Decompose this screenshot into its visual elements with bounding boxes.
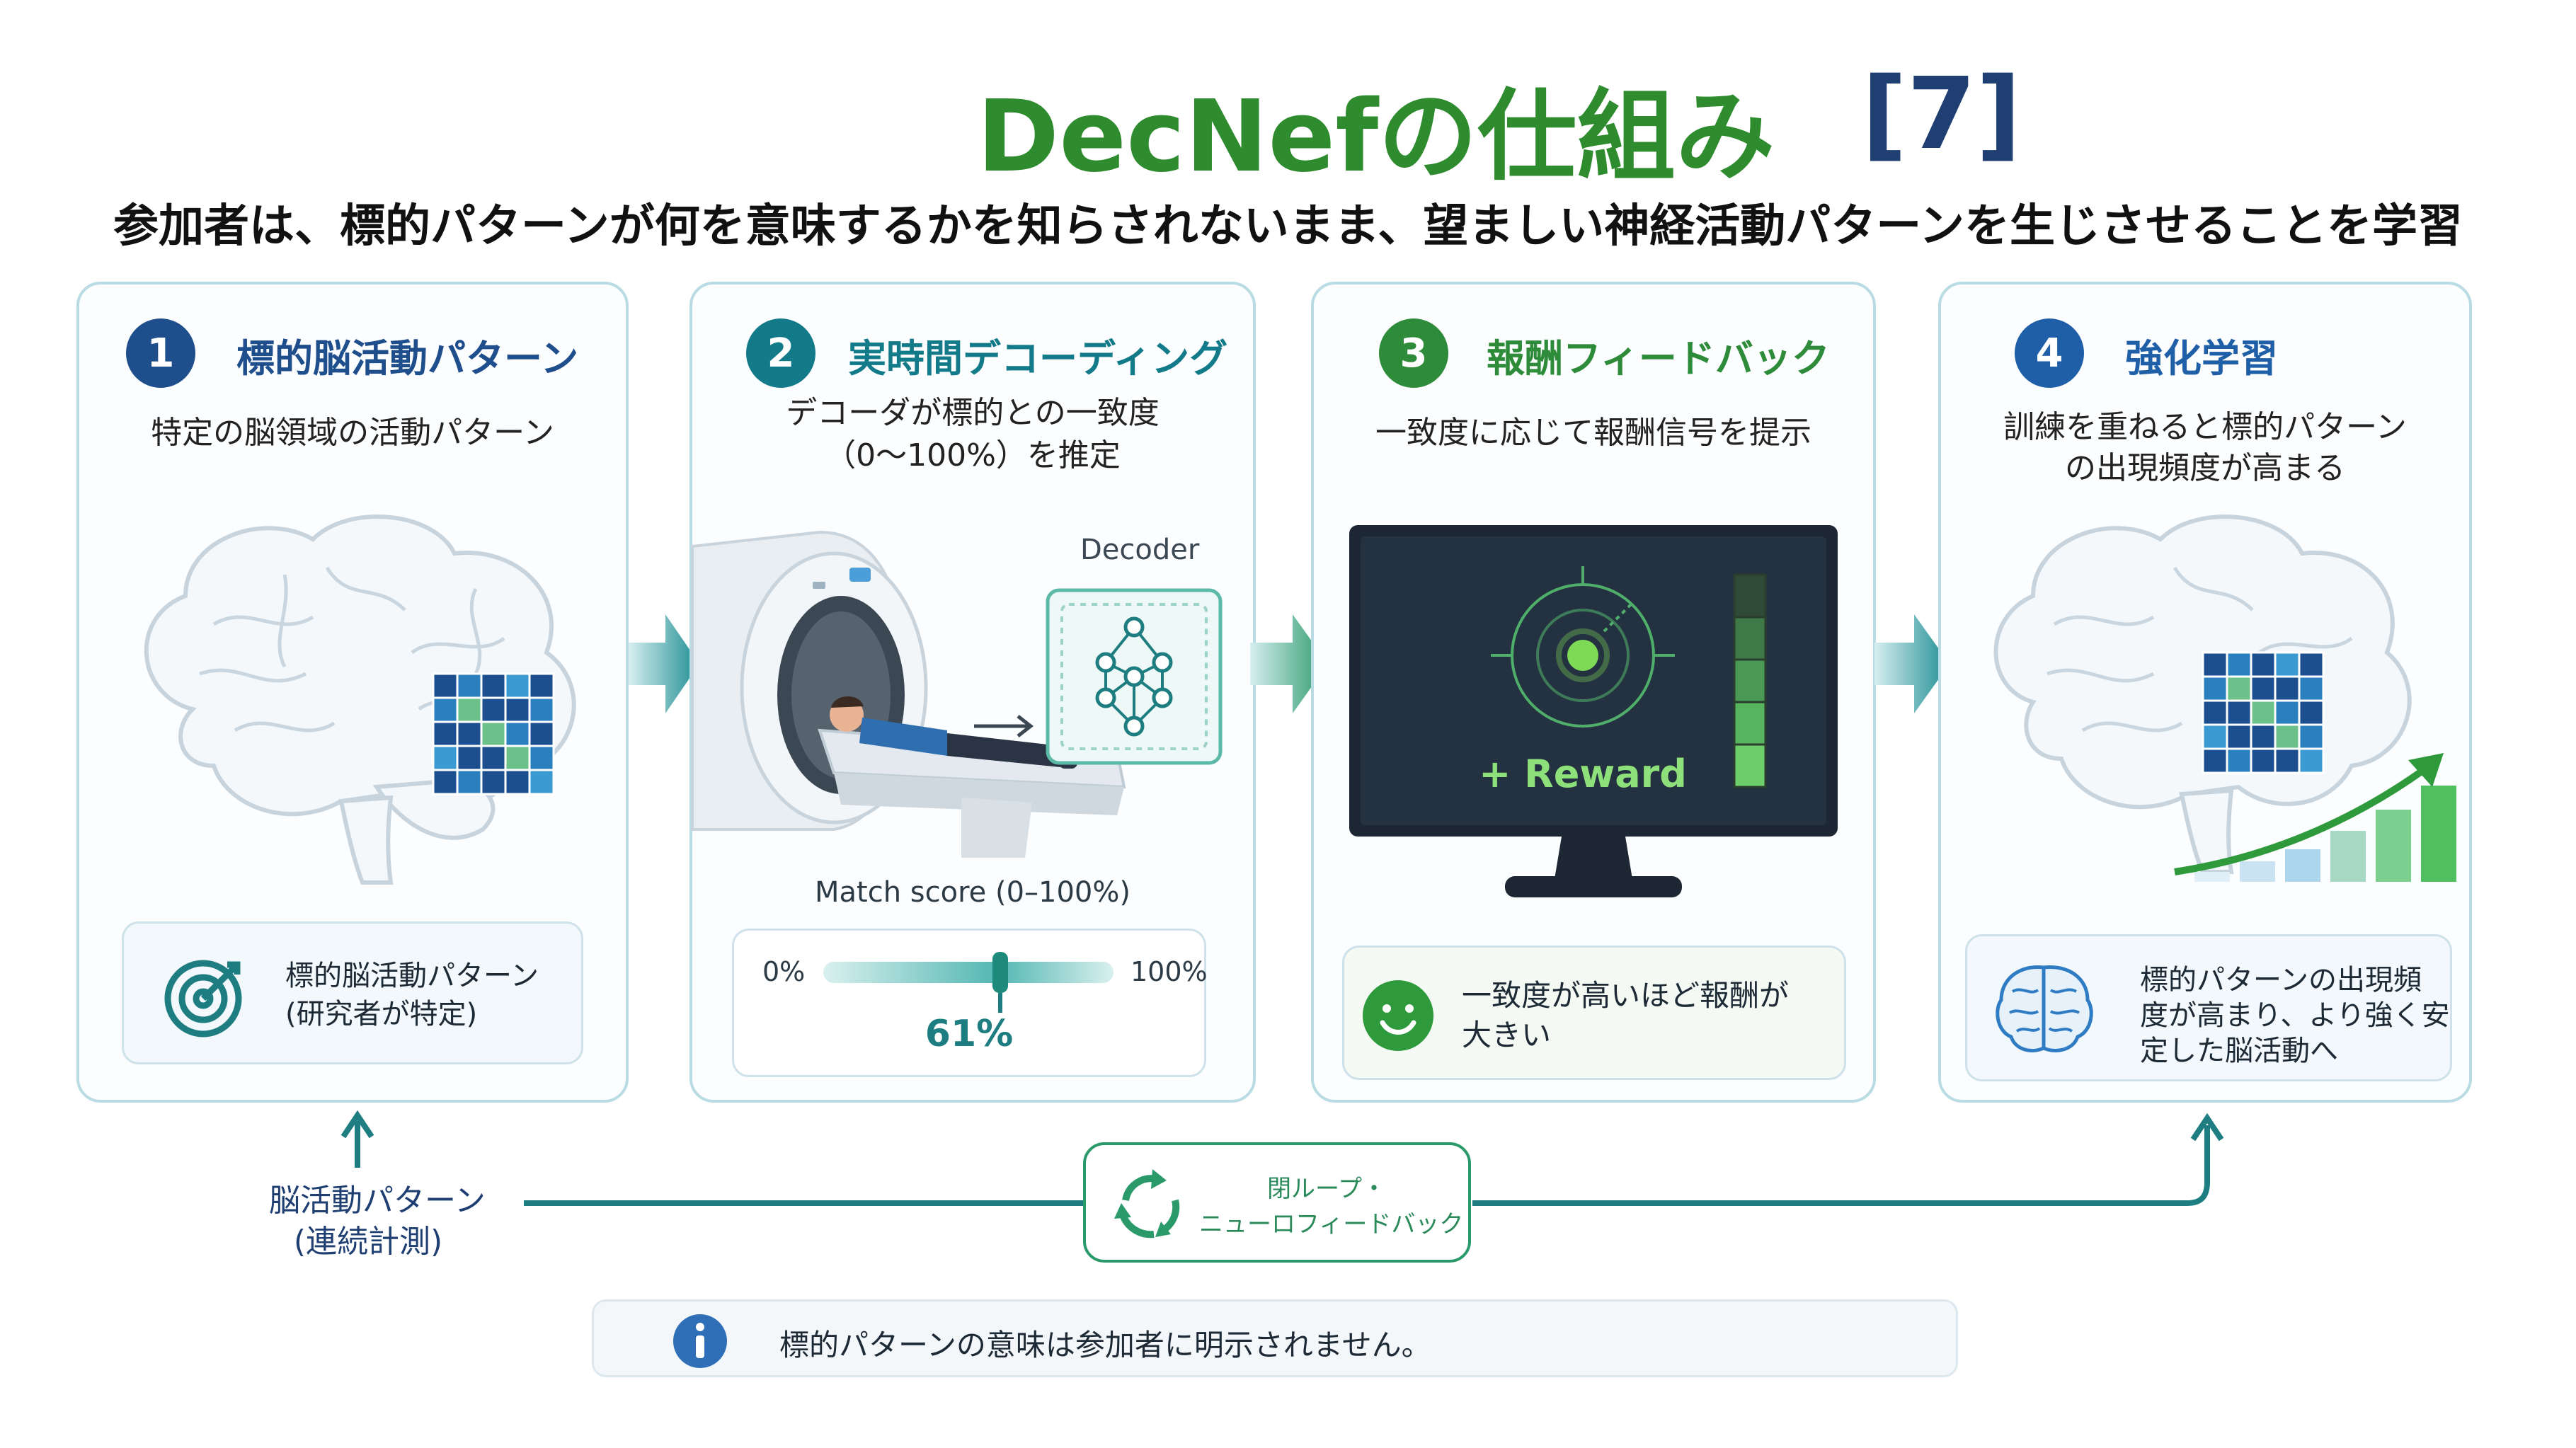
closed-loop-connector: [340, 1110, 2224, 1206]
step-card-2: 2 実時間デコーディング デコーダが標的との一致度 （0〜100%）を推定 De…: [689, 282, 1256, 1103]
reward-monitor-illustration: + Reward: [1349, 525, 1838, 897]
step-card-4: 4 強化学習 訓練を重ねると標的パターン の出現頻度が高まる: [1938, 282, 2472, 1103]
page-subtitle: 参加者は、標的パターンが何を意味するかを知らされないまま、望ましい神経活動パター…: [113, 200, 2463, 253]
step-card-3: 3 報酬フィードバック 一致度に応じて報酬信号を提示 + Reward 一: [1311, 282, 1876, 1103]
flow-arrow-3: [1874, 614, 1950, 713]
note-4-line-2: 度が高まり、より強く安: [2140, 999, 2450, 1032]
step-desc-4-line-2: の出現頻度が高まる: [2065, 450, 2345, 486]
note-3-line-2: 大きい: [1462, 1018, 1552, 1052]
brain-learning-illustration: [1993, 515, 2456, 882]
step-desc-1: 特定の脳領域の活動パターン: [151, 415, 554, 451]
slider-max-label: 100%: [1130, 956, 1208, 987]
slider-min-label: 0%: [762, 956, 806, 987]
step-desc-3: 一致度に応じて報酬信号を提示: [1375, 415, 1811, 451]
step-note-3: 一致度が高いほど報酬が 大きい: [1342, 946, 1846, 1080]
flow-arrow-1: [629, 614, 699, 713]
match-score-slider-thumb: [992, 952, 1009, 993]
note-3-line-1: 一致度が高いほど報酬が: [1462, 978, 1790, 1013]
closed-loop-label-2: ニューロフィードバック: [1199, 1210, 1464, 1239]
note-4-line-3: 定した脳活動へ: [2140, 1035, 2338, 1067]
step-desc-2-line-2: （0〜100%）を推定: [825, 437, 1121, 473]
decoder-label: Decoder: [1080, 534, 1200, 566]
smiley-icon: [1363, 980, 1433, 1051]
reference-number: [7]: [1862, 57, 2022, 172]
flow-arrow-2: [1250, 614, 1328, 713]
match-score-value: 61%: [925, 1013, 1014, 1055]
reward-text: + Reward: [1479, 752, 1687, 796]
step-number-3: 3: [1379, 318, 1448, 388]
step-note-4: 標的パターンの出現頻 度が高まり、より強く安 定した脳活動へ: [1965, 934, 2452, 1081]
step-number-4: 4: [2015, 318, 2084, 388]
info-icon: [673, 1314, 727, 1368]
step-title-3: 報酬フィードバック: [1487, 336, 1830, 381]
brain-icon: [1996, 965, 2093, 1052]
brain-illustration: [144, 515, 576, 885]
match-score-panel: 0% 100% 61%: [732, 929, 1208, 1077]
note-1-line-2: (研究者が特定): [285, 998, 478, 1030]
closed-loop-label-1: 閉ループ・: [1267, 1175, 1386, 1203]
step-number-1: 1: [126, 318, 195, 388]
page-title: DecNefの仕組み: [977, 79, 1775, 195]
cycle-arrows-icon: [1114, 1169, 1180, 1239]
measure-label-line-1: 脳活動パターン: [269, 1183, 486, 1219]
measure-label-line-2: (連続計測): [293, 1224, 443, 1260]
title-bar: DecNefの仕組み [7]: [0, 57, 2576, 195]
note-1-line-1: 標的脳活動パターン: [285, 960, 539, 992]
step-card-1: 1 標的脳活動パターン 特定の脳領域の活動パターン: [76, 282, 629, 1103]
match-score-slider-track: [823, 962, 1114, 983]
step-desc-2-line-1: デコーダが標的との一致度: [786, 395, 1160, 431]
target-icon: [164, 960, 242, 1038]
step-title-1: 標的脳活動パターン: [236, 336, 579, 381]
activity-grid: [432, 672, 555, 795]
step-title-4: 強化学習: [2125, 336, 2278, 381]
step-number-2: 2: [746, 318, 815, 388]
scan-to-decoder-arrow: [974, 715, 1034, 737]
decoder-chip-icon: [1046, 588, 1223, 765]
info-text: 標的パターンの意味は参加者に明示されません。: [779, 1328, 1431, 1362]
step-title-2: 実時間デコーディング: [848, 336, 1228, 381]
slider-pointer-line: [998, 993, 1003, 1013]
closed-loop-box: 閉ループ・ ニューロフィードバック: [1083, 1142, 1471, 1263]
match-score-label: Match score (0–100%): [815, 876, 1130, 909]
step-note-1: 標的脳活動パターン (研究者が特定): [122, 921, 583, 1064]
info-banner: 標的パターンの意味は参加者に明示されません。: [592, 1299, 1958, 1377]
note-4-line-1: 標的パターンの出現頻: [2140, 964, 2422, 996]
step-desc-4-line-1: 訓練を重ねると標的パターン: [2003, 409, 2407, 445]
mri-scanner-illustration: [691, 530, 1126, 858]
